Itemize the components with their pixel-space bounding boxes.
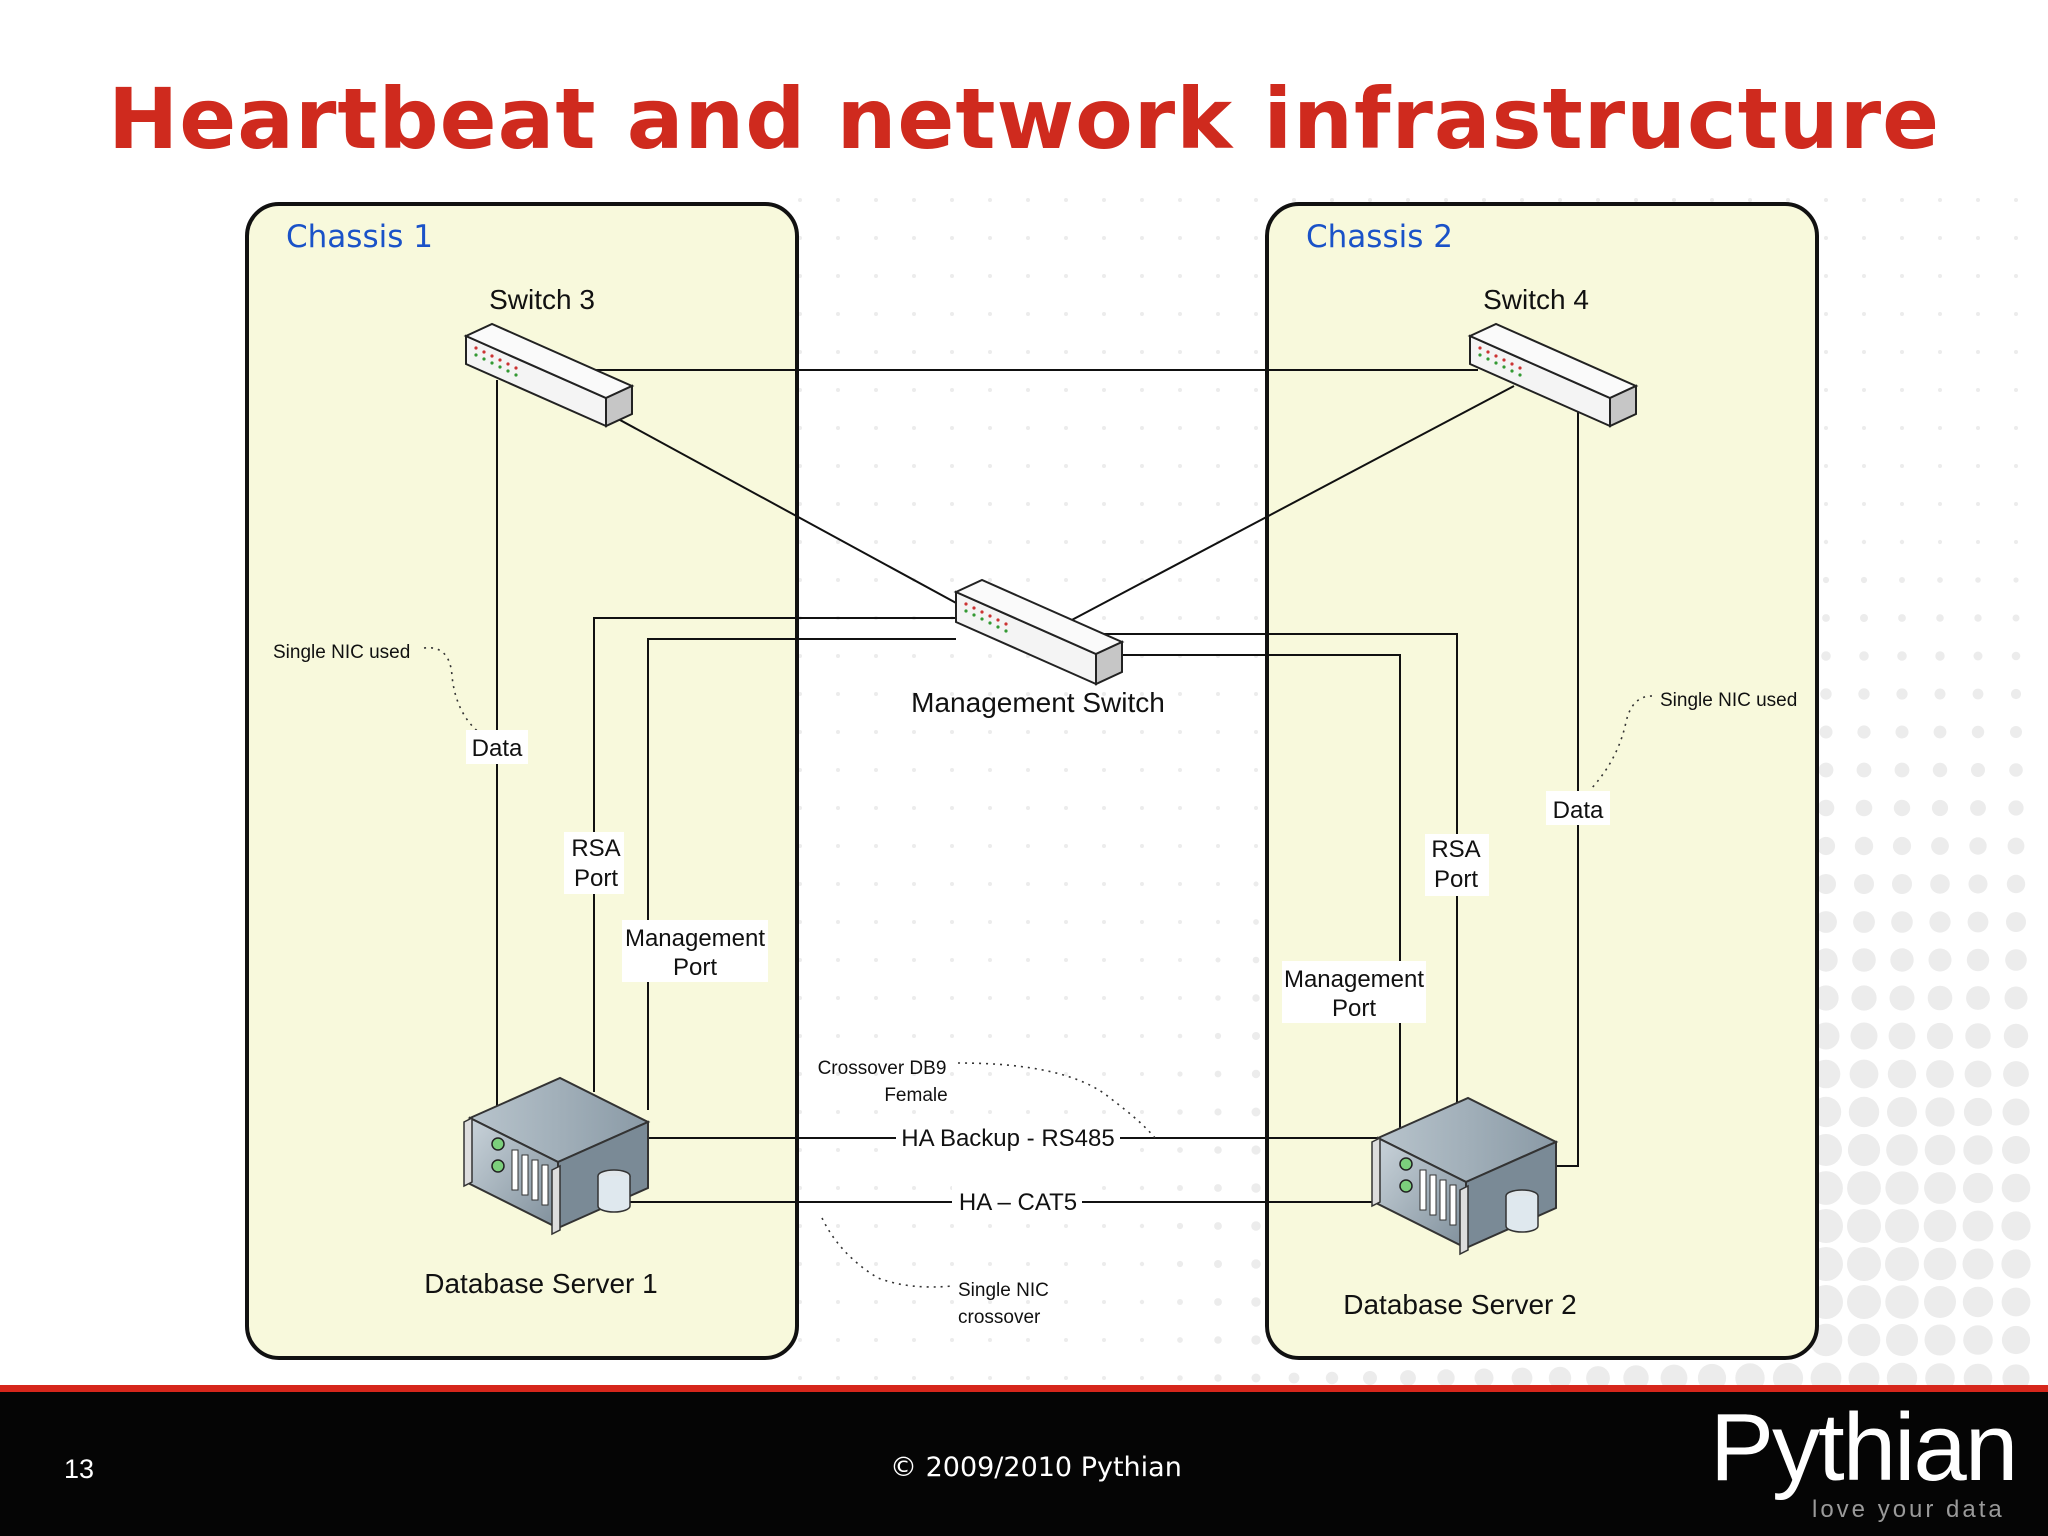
link-switch3-mgmt	[597, 407, 959, 605]
management-port-right-line1: Management	[1284, 966, 1424, 993]
crossover-db9-line2: Female	[884, 1085, 947, 1106]
management-port-left-line2: Port	[673, 954, 717, 981]
switch-4-icon	[1467, 322, 1639, 428]
switch-4-label: Switch 4	[1483, 284, 1589, 315]
single-nic-left-note: Single NIC used	[273, 642, 410, 663]
label-backgrounds	[466, 730, 1610, 1218]
management-switch-label: Management Switch	[911, 687, 1165, 718]
database-server-1-label: Database Server 1	[424, 1268, 657, 1299]
footer: 13 © 2009/2010 Pythian Pythian love your…	[0, 1385, 2048, 1536]
pythian-logo: Pythian	[1710, 1394, 2018, 1501]
switch-3-label: Switch 3	[489, 284, 595, 315]
database-server-1-icon	[463, 1076, 651, 1236]
slide-title: Heartbeat and network infrastructure	[108, 70, 1941, 168]
single-nic-crossover-line1: Single NIC	[958, 1280, 1049, 1301]
data-right-label: Data	[1553, 797, 1604, 824]
link-data-right	[1548, 412, 1579, 1167]
link-switch4-mgmt	[1067, 385, 1515, 623]
data-left-label: Data	[472, 735, 523, 762]
annotation-leaders	[423, 646, 1653, 1288]
copyright-text: © 2009/2010 Pythian	[890, 1452, 1182, 1483]
rsa-port-right-line1: RSA	[1431, 836, 1480, 863]
chassis-2-label: Chassis 2	[1306, 219, 1453, 255]
ha-backup-label: HA Backup - RS485	[901, 1125, 1114, 1152]
single-nic-right-note: Single NIC used	[1660, 690, 1797, 711]
single-nic-crossover-line2: crossover	[958, 1307, 1041, 1328]
ha-cat5-label: HA – CAT5	[959, 1189, 1077, 1216]
database-server-2-icon	[1371, 1096, 1559, 1256]
logo-tagline: love your data	[1812, 1496, 2005, 1523]
link-rsa-right	[1083, 633, 1458, 1105]
rsa-port-right-line2: Port	[1434, 866, 1478, 893]
chassis-1-box	[245, 202, 799, 1360]
chassis-2-box	[1265, 202, 1819, 1360]
rsa-port-left-line1: RSA	[571, 835, 620, 862]
management-switch-icon	[953, 578, 1125, 686]
node-labels: Switch 3 Switch 4 Management Switch Data…	[424, 284, 1589, 1320]
management-port-left-line1: Management	[625, 925, 765, 952]
database-server-2-label: Database Server 2	[1343, 1289, 1576, 1320]
leader-single-nic-crossover	[821, 1217, 953, 1288]
link-rsa-left	[593, 617, 956, 1092]
connection-labels: Data Data RSA Port RSA Port Management P…	[472, 735, 1604, 1216]
annotations: Single NIC used Single NIC used Crossove…	[273, 642, 1797, 1328]
chassis-1-label: Chassis 1	[286, 219, 433, 255]
page-number: 13	[64, 1454, 95, 1484]
crossover-db9-line1: Crossover DB9	[818, 1058, 947, 1079]
switch-3-icon	[463, 322, 635, 428]
management-port-right-line2: Port	[1332, 995, 1376, 1022]
leader-crossover-db9	[957, 1062, 1156, 1139]
rsa-port-left-line2: Port	[574, 865, 618, 892]
leader-single-nic-left	[423, 646, 483, 736]
